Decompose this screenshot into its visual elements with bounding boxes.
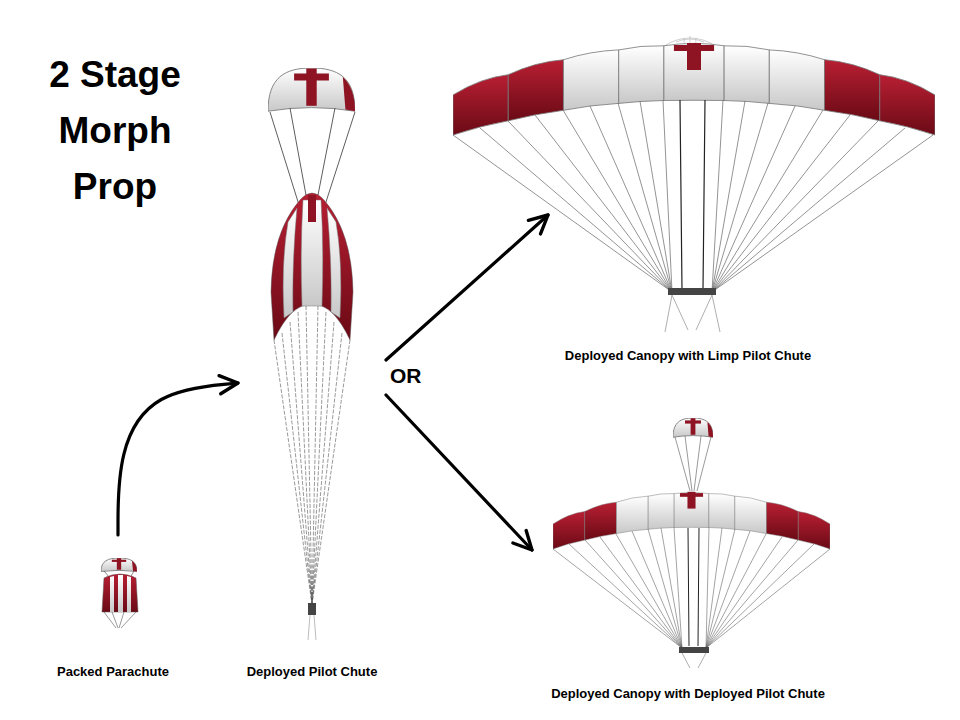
pilot-chute: [101, 558, 137, 571]
stage-node: Deployed Pilot Chute: [238, 62, 386, 680]
streamer-panel: [327, 208, 341, 318]
streamer-panel: [283, 208, 297, 318]
packed-lines: [104, 612, 136, 628]
diagram-title: 2 Stage Morph Prop: [20, 47, 210, 215]
center-lines: [680, 100, 705, 290]
flow-arrow: [118, 383, 238, 535]
riser: [308, 615, 316, 640]
pilot-chute: [268, 68, 355, 111]
stage-caption: Deployed Canopy with Deployed Pilot Chut…: [551, 686, 825, 702]
packed-bundle: [102, 574, 138, 612]
riser: [665, 295, 720, 332]
flow-arrow: [386, 215, 548, 360]
deployed-pilot-chute: [268, 68, 355, 640]
slider: [668, 288, 716, 295]
stage-node: Deployed Canopy with Limp Pilot Chute: [548, 140, 828, 364]
slider: [308, 603, 316, 615]
stage-node: Packed Parachute: [45, 535, 181, 680]
pilot-bridle: [270, 108, 355, 205]
pilot-bridle: [675, 436, 711, 491]
stage-caption: Packed Parachute: [57, 664, 169, 680]
canopy-limp-pilot: [453, 36, 935, 332]
packed-parachute: [101, 558, 138, 628]
suspension-lines: [553, 528, 830, 649]
stage-caption: Deployed Pilot Chute: [247, 664, 378, 680]
streamer-cross: [308, 195, 316, 222]
streamer-canopy: [271, 193, 353, 340]
canopy-deployed-pilot: [553, 418, 830, 668]
suspension-lines: [453, 100, 933, 292]
center-lines: [688, 528, 699, 646]
main-canopy: [553, 492, 830, 549]
stage-caption: Deployed Canopy with Limp Pilot Chute: [565, 348, 811, 364]
pilot-chute: [673, 418, 713, 437]
main-canopy: [453, 43, 935, 135]
packed-panel: [110, 575, 131, 612]
suspension-lines: [274, 306, 350, 604]
flow-arrow: [386, 395, 532, 550]
stage-node: Deployed Canopy with Deployed Pilot Chut…: [532, 415, 844, 702]
riser: [682, 653, 706, 668]
slider: [679, 647, 709, 653]
stage-label: OR: [390, 364, 422, 387]
